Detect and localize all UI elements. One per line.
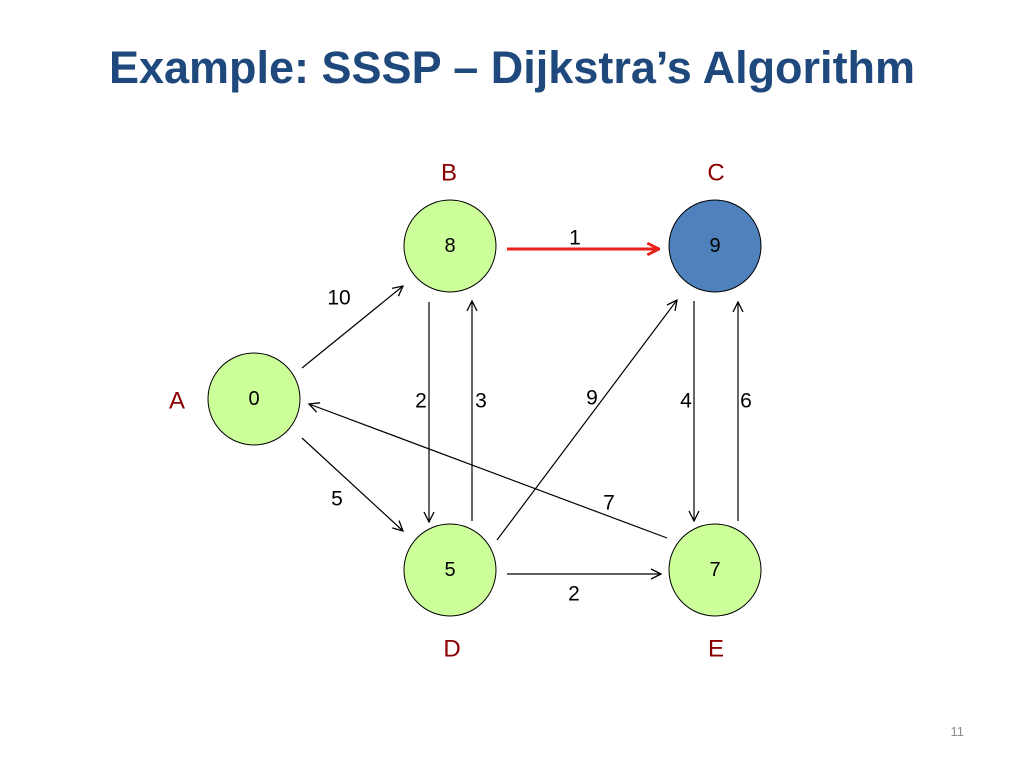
node-circle-e bbox=[668, 523, 762, 617]
node-distance-d: 5 bbox=[444, 559, 455, 581]
node-d: 5D bbox=[403, 523, 497, 663]
edge-weight-e-a: 7 bbox=[603, 492, 615, 515]
edge-e-a bbox=[309, 404, 668, 539]
edge-weight-a-d: 5 bbox=[331, 488, 343, 511]
edge-weight-b-d: 2 bbox=[415, 390, 427, 413]
edge-weight-c-e: 4 bbox=[680, 390, 692, 413]
edge-weights-layer: 10 5 1 2 3 9 4 6 2 7 bbox=[327, 227, 752, 606]
edge-weight-b-c: 1 bbox=[569, 227, 581, 250]
node-circle-d bbox=[403, 523, 497, 617]
edge-a-d bbox=[301, 437, 403, 531]
edge-weight-d-e: 2 bbox=[568, 583, 580, 606]
node-e: 7E bbox=[668, 523, 762, 663]
node-distance-a: 0 bbox=[248, 388, 259, 410]
slide-title: Example: SSSP – Dijkstra’s Algorithm bbox=[108, 42, 916, 93]
node-circle-c bbox=[668, 199, 762, 293]
node-a: 0A bbox=[169, 352, 301, 446]
edge-a-b bbox=[301, 286, 403, 369]
node-c: 9C bbox=[668, 160, 762, 293]
node-b: 8B bbox=[403, 160, 497, 293]
node-distance-c: 9 bbox=[709, 235, 720, 257]
node-distance-e: 7 bbox=[709, 559, 720, 581]
edges-layer bbox=[301, 249, 738, 574]
node-label-e: E bbox=[708, 636, 724, 663]
node-label-d: D bbox=[443, 636, 460, 663]
node-label-c: C bbox=[707, 160, 724, 187]
node-label-a: A bbox=[169, 388, 185, 415]
edge-weight-d-c: 9 bbox=[586, 387, 598, 410]
page-number: 11 bbox=[950, 724, 965, 739]
edge-weight-a-b: 10 bbox=[327, 287, 350, 310]
node-circle-a bbox=[207, 352, 301, 446]
edge-d-c bbox=[496, 300, 677, 541]
node-circle-b bbox=[403, 199, 497, 293]
node-distance-b: 8 bbox=[444, 235, 455, 257]
node-label-b: B bbox=[441, 160, 457, 187]
edge-weight-e-c: 6 bbox=[740, 390, 752, 413]
edge-weight-d-b: 3 bbox=[475, 390, 487, 413]
